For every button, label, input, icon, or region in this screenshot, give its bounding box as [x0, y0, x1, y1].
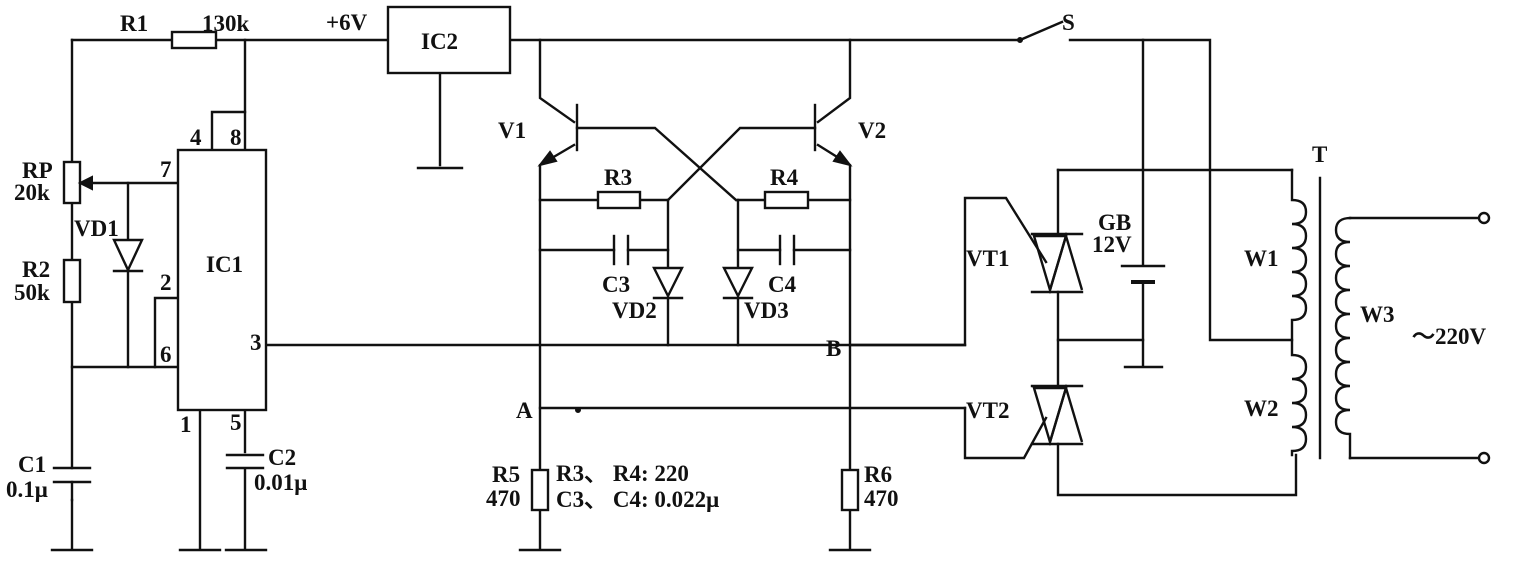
capacitor-c2	[225, 453, 265, 470]
rp-wiper-arrow	[77, 175, 93, 191]
label-r1-value: 130k	[202, 11, 250, 36]
resistor-r1	[170, 30, 218, 50]
label-pin2: 2	[160, 270, 172, 295]
label-node-a: A	[516, 398, 533, 423]
label-pin4: 4	[190, 125, 202, 150]
ic1-box	[176, 148, 268, 412]
label-vd2: VD2	[612, 298, 657, 323]
label-w1: W1	[1244, 246, 1279, 271]
resistor-r2	[62, 258, 82, 304]
transformer-winding-w2	[1290, 338, 1308, 457]
potentiometer-rp	[62, 160, 82, 205]
label-note-capacitors: C3、 C4: 0.022μ	[556, 487, 719, 512]
label-transformer-t: T	[1312, 142, 1327, 167]
label-vd1: VD1	[74, 216, 119, 241]
switch-s	[1017, 20, 1064, 43]
ic2-box	[386, 5, 512, 75]
label-rp-value: 20k	[14, 180, 50, 205]
label-r5: R5	[492, 462, 520, 487]
resistor-r6	[840, 468, 860, 512]
label-v2: V2	[858, 118, 886, 143]
diode-vd2	[652, 266, 684, 300]
label-pin7: 7	[160, 157, 172, 182]
label-gb-value: 12V	[1092, 232, 1132, 257]
transformer-winding-w1	[1290, 168, 1308, 342]
label-vd3: VD3	[744, 298, 789, 323]
label-c1-value: 0.1μ	[6, 477, 48, 502]
resistor-r3	[596, 190, 642, 210]
junction-dot	[575, 407, 581, 413]
label-r3: R3	[604, 165, 632, 190]
label-r6-value: 470	[864, 486, 899, 511]
labels: R1 130k +6V S RP 20k VD1 R2 50k 4 8 7 2 …	[6, 10, 1487, 512]
label-w2: W2	[1244, 396, 1279, 421]
label-pin3: 3	[250, 330, 262, 355]
label-c4: C4	[768, 272, 797, 297]
label-vt2: VT2	[966, 398, 1009, 423]
label-c1: C1	[18, 452, 46, 477]
label-c2-value: 0.01μ	[254, 470, 307, 495]
label-r4: R4	[770, 165, 799, 190]
triac-vt1	[1030, 231, 1084, 295]
label-node-b: B	[826, 336, 841, 361]
triac-vt2	[1030, 383, 1084, 447]
label-r6: R6	[864, 462, 892, 487]
capacitor-c3	[612, 234, 630, 266]
label-r5-value: 470	[486, 486, 521, 511]
label-gb: GB	[1098, 210, 1131, 235]
label-w3: W3	[1360, 302, 1395, 327]
resistor-r5	[530, 468, 550, 512]
label-supply: +6V	[326, 10, 368, 35]
transformer-winding-w3	[1334, 216, 1352, 460]
terminal-bottom	[1477, 451, 1491, 465]
diode-vd1	[112, 238, 144, 273]
label-r1: R1	[120, 11, 148, 36]
label-v1: V1	[498, 118, 526, 143]
terminal-top	[1477, 211, 1491, 225]
transformer-t	[1290, 168, 1352, 460]
label-switch-s: S	[1062, 10, 1075, 35]
label-pin8: 8	[230, 125, 242, 150]
resistor-r4	[763, 190, 810, 210]
ic2-label: IC2	[421, 29, 458, 54]
battery-gb	[1120, 264, 1166, 284]
label-c2: C2	[268, 445, 296, 470]
diode-vd3	[722, 266, 754, 300]
label-note-resistors: R3、 R4: 220	[556, 461, 689, 486]
label-pin5: 5	[230, 410, 242, 435]
capacitor-c1	[52, 466, 92, 502]
label-c3: C3	[602, 272, 630, 297]
transistor-v1-emitter-arrow	[537, 150, 558, 167]
label-vt1: VT1	[966, 246, 1009, 271]
label-r2-value: 50k	[14, 280, 50, 305]
transistor-v2-emitter-arrow	[832, 150, 853, 167]
capacitor-c4	[778, 234, 796, 266]
wiring	[50, 38, 1482, 552]
label-r2: R2	[22, 257, 50, 282]
label-rp: RP	[22, 158, 53, 183]
label-pin6: 6	[160, 342, 172, 367]
label-mains: ～220V	[1412, 324, 1487, 349]
label-pin1: 1	[180, 412, 192, 437]
ic1-label: IC1	[206, 252, 243, 277]
